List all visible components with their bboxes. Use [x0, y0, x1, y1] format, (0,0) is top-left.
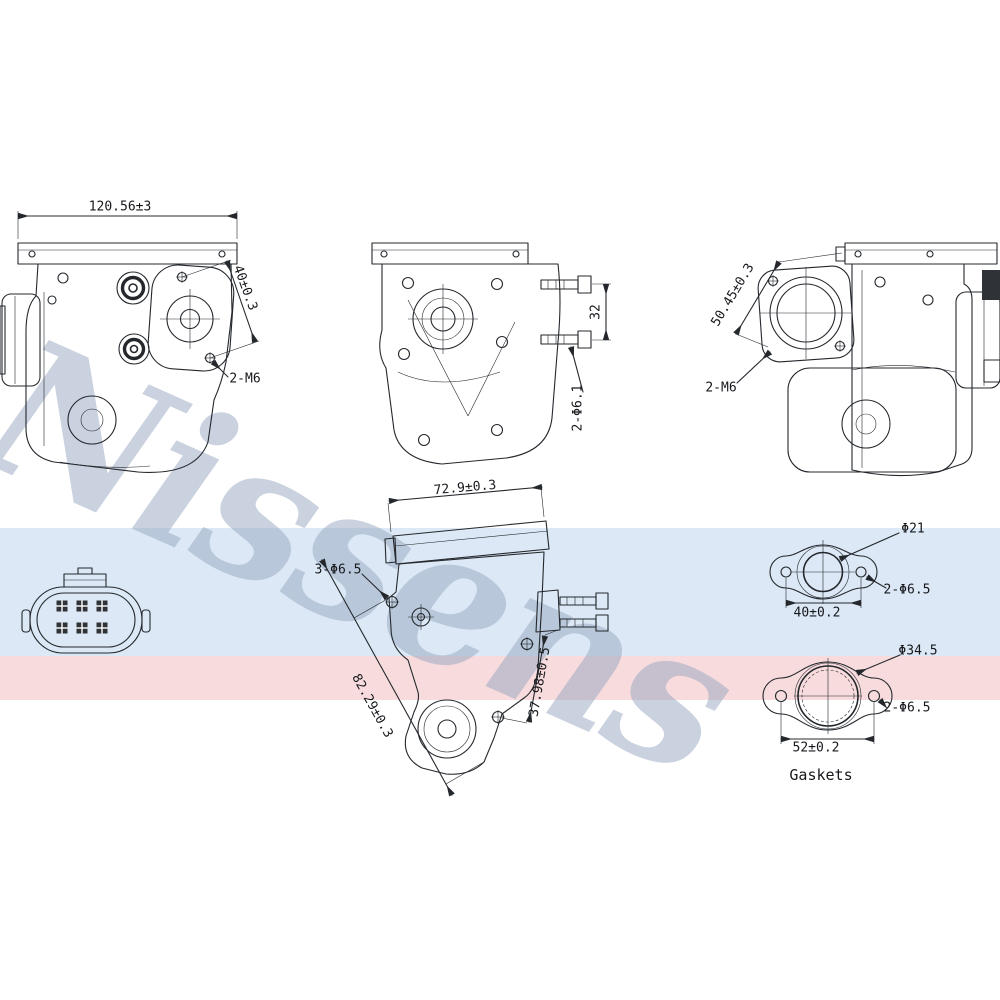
label-top-holes: 3-Φ6.5: [314, 562, 362, 578]
mounting-flange: [392, 520, 550, 565]
connector-block: [982, 270, 1000, 300]
actuator-motor: [955, 291, 1000, 389]
mounting-stud-lower: [559, 614, 609, 632]
valve-body: [851, 263, 973, 477]
label-gasket2-holes: 2-Φ6.5: [883, 700, 931, 716]
label-gasket1-holes: 2-Φ6.5: [883, 582, 931, 598]
highlight-band-blue: [0, 528, 1000, 656]
label-side-stud-dia: 2-Φ6.1: [570, 384, 586, 432]
label-front-thread: 2-M6: [229, 371, 261, 387]
mounting-stud-upper: [540, 275, 592, 294]
mounting-flange: [844, 242, 998, 265]
lower-housing: [787, 367, 957, 473]
gasket-small: [769, 532, 900, 608]
coolant-port-lower: [118, 333, 150, 365]
electrical-connector-view: [21, 567, 151, 654]
dim-gasket2-bore: Φ34.5: [898, 643, 938, 659]
gasket-outline: [769, 544, 878, 600]
view-front-left: [0, 211, 260, 473]
valve-body: [379, 263, 561, 465]
view-side: [371, 242, 611, 465]
gasket-large: [762, 654, 901, 744]
view-top: [319, 483, 609, 797]
dim-gasket2-spacing: 52±0.2: [792, 740, 840, 756]
actuator-motor: [1, 293, 41, 387]
dim-front-width: 120.56±3: [88, 199, 152, 215]
label-right-thread: 2-M6: [705, 380, 737, 396]
mounting-stud-lower: [540, 330, 592, 349]
valve-body: [25, 263, 233, 473]
outlet-snout: [535, 589, 561, 633]
connector-outline: [29, 586, 143, 654]
mounting-flange: [17, 242, 238, 265]
dim-side-stud-spacing: 32: [588, 304, 604, 320]
coolant-port-upper: [116, 271, 150, 305]
dim-gasket1-bore: Φ21: [901, 521, 925, 537]
connector-pins: [56, 600, 108, 634]
outlet-plate: [147, 264, 235, 372]
dim-gasket1-spacing: 40±0.2: [793, 605, 841, 621]
mounting-flange: [371, 242, 529, 265]
gasket-outline: [762, 661, 893, 731]
mounting-stud-upper: [559, 592, 609, 610]
caption-gaskets: Gaskets: [789, 766, 853, 784]
view-front-right: [733, 242, 1000, 477]
